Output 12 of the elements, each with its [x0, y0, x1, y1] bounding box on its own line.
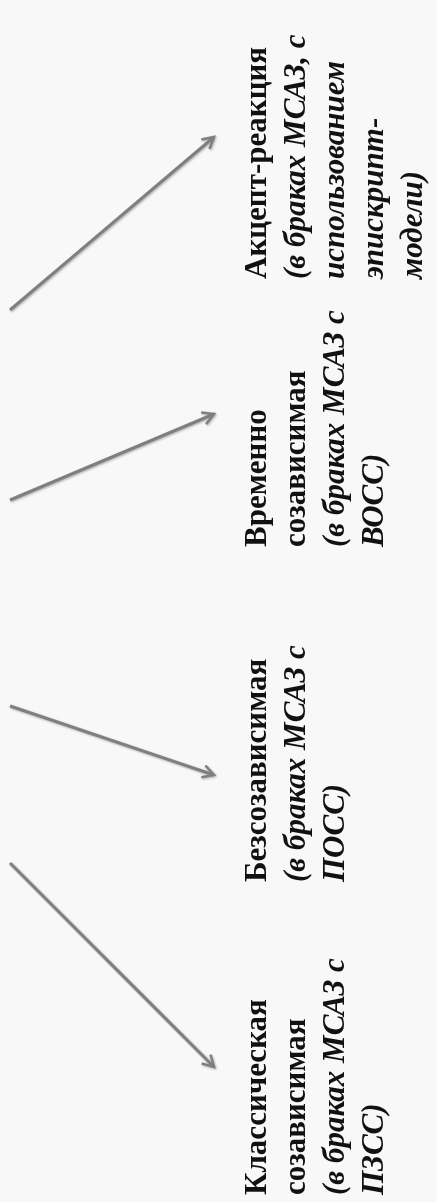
arrow	[8, 861, 216, 1069]
node-subtitle: (в браках МСАЗ с ПЗСС)	[315, 957, 391, 1195]
node-subtitle: (в браках МСАЗ, с использованием эпискрипт-модели)	[276, 33, 430, 279]
arrow	[9, 411, 216, 502]
arrow	[9, 704, 216, 779]
node-title: Безсозависимая	[237, 657, 274, 882]
node-subtitle: (в браках МСАЗ с ПОСС)	[276, 644, 352, 882]
node-subtitle: (в браках МСАЗ с ВОСС)	[315, 309, 391, 547]
node-title: Временно созависимая	[237, 369, 313, 547]
node-title: Акцепт-реакция	[237, 45, 274, 279]
arrow	[9, 135, 216, 312]
node-title: Классическая созависимая	[237, 998, 313, 1195]
